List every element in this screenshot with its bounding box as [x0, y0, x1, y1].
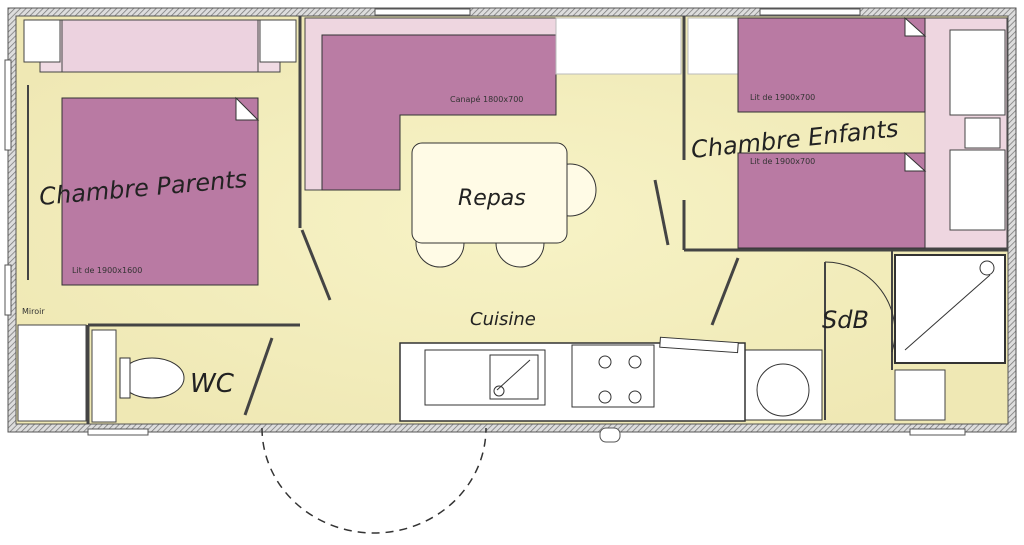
- label-sofa: Canapé 1800x700: [450, 94, 523, 104]
- label-wc: WC: [190, 369, 235, 399]
- wc-room: [86, 323, 300, 424]
- label-mirror: Miroir: [22, 307, 45, 316]
- kitchen: [399, 336, 746, 422]
- label-dining: Repas: [458, 186, 526, 211]
- label-single-bed-1: Lit de 1900x700: [750, 93, 815, 102]
- windows: [4, 8, 966, 436]
- shower[interactable]: [894, 254, 1006, 364]
- label-single-bed-2: Lit de 1900x700: [750, 157, 815, 166]
- dining-table[interactable]: [411, 142, 597, 268]
- entrance-door[interactable]: [261, 427, 487, 534]
- single-bed-2[interactable]: [737, 152, 926, 249]
- label-kitchen: Cuisine: [470, 309, 536, 330]
- label-bathroom: SdB: [822, 306, 869, 334]
- sofa[interactable]: [304, 17, 682, 191]
- parents-bedroom: [17, 16, 302, 422]
- label-double-bed: Lit de 1900x1600: [72, 266, 142, 275]
- stove[interactable]: [571, 344, 655, 408]
- bathroom: [744, 250, 1006, 421]
- outer-wall: [8, 8, 1016, 432]
- interior-doors[interactable]: [300, 179, 740, 326]
- children-bedroom: [682, 16, 1008, 252]
- double-bed[interactable]: [61, 97, 259, 286]
- single-bed-1[interactable]: [737, 17, 926, 113]
